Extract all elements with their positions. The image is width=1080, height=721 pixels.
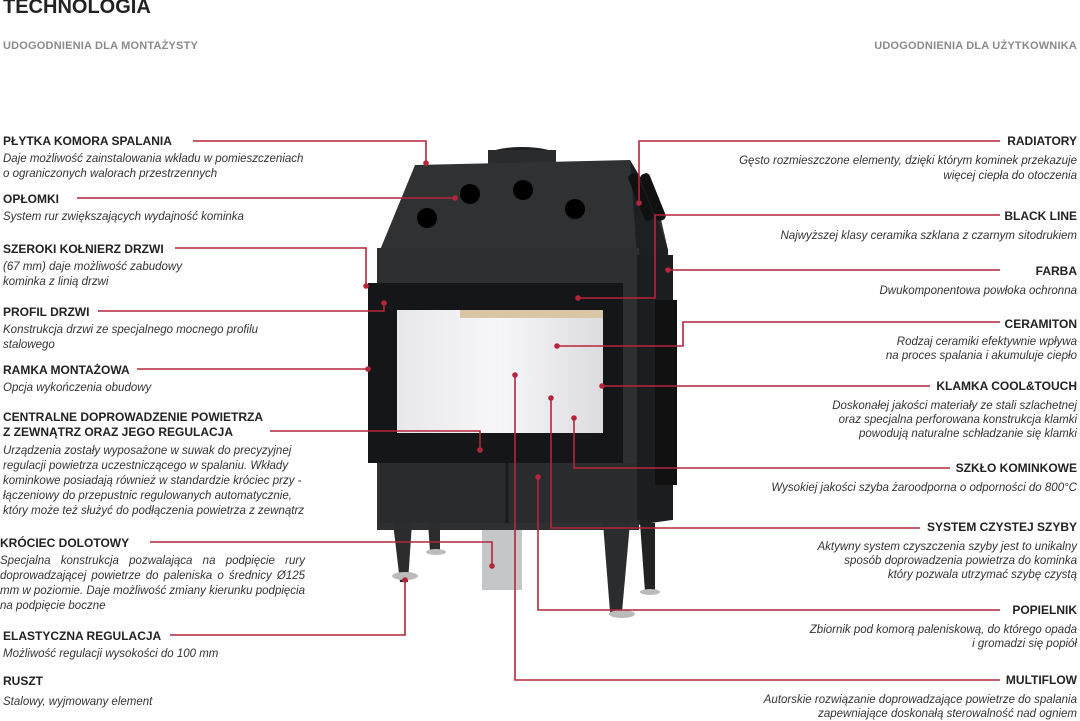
feature-title: RAMKA MONTAŻOWA [3, 363, 130, 377]
feature-title: POPIELNIK [1012, 603, 1077, 617]
leader-line-elastyczna [170, 580, 406, 636]
leader-dot-centralne [477, 447, 483, 453]
feature-desc: Specjalna konstrukcja pozwalająca na pod… [0, 555, 305, 612]
feature-title: RUSZT [3, 674, 43, 688]
feature-title: PROFIL DRZWI [3, 305, 90, 319]
feature-title: MULTIFLOW [1005, 673, 1077, 687]
leader-dot-farba [665, 267, 671, 273]
leader-dot-ramka [365, 366, 371, 372]
feature-klamka: KLAMKA COOL&TOUCH Doskonałej jakości mate… [707, 379, 1077, 441]
feature-radiatory: RADIATORY Gęsto rozmieszczone elementy, d… [707, 134, 1077, 184]
leader-dot-radiatory [636, 200, 642, 206]
section-installer: UDOGODNIENIA DLA MONTAŻYSTY [3, 40, 199, 52]
feature-desc: Dwukomponentowa powłoka ochronna [879, 285, 1077, 297]
feature-title: SYSTEM CZYSTEJ SZYBY [926, 520, 1077, 534]
leader-line-popielnik [537, 477, 1000, 611]
leader-line-radiatory [638, 140, 1000, 203]
leader-line-czysta-szyba [550, 398, 920, 529]
feature-title: FARBA [1035, 264, 1077, 278]
feature-farba: FARBA Dwukomponentowa powłoka ochronna [707, 264, 1077, 299]
feature-title: RADIATORY [1007, 134, 1077, 148]
feature-desc: Daje możliwość zainstalowania wkładu w p… [3, 153, 304, 180]
feature-profil: PROFIL DRZWI Konstrukcja drzwi ze specjal… [3, 305, 343, 353]
feature-plytka: PŁYTKA KOMORA SPALANIA Daje możliwość zai… [3, 134, 343, 182]
leader-line-szklo [573, 418, 950, 469]
feature-black-line: BLACK LINE Najwyższej klasy ceramika szkl… [707, 209, 1077, 244]
feature-desc: Konstrukcja drzwi ze specjalnego mocnego… [3, 324, 259, 351]
feature-szklo: SZKŁO KOMINKOWE Wysokiej jakości szyba ża… [707, 461, 1077, 496]
feature-desc: Możliwość regulacji wysokości do 100 mm [3, 648, 219, 660]
feature-ceramiton: CERAMITON Rodzaj ceramiki efektywnie wpły… [707, 317, 1077, 363]
leader-dot-czysta-szyba [548, 395, 554, 401]
feature-desc: Najwyższej klasy ceramika szklana z czar… [780, 230, 1077, 242]
leader-line-plytka [193, 140, 427, 163]
feature-title: CENTRALNE DOPROWADZENIE POWIETRZA Z ZEWN… [3, 410, 263, 439]
feature-centralne: CENTRALNE DOPROWADZENIE POWIETRZA Z ZEWN… [3, 410, 343, 519]
feature-desc: Rodzaj ceramiki efektywnie wpływa na pro… [885, 336, 1077, 362]
feature-kolnierz: SZEROKI KOŁNIERZ DRZWI (67 mm) daje możli… [3, 242, 343, 290]
leader-dot-plytka [423, 160, 429, 166]
leader-dot-profil [381, 300, 387, 306]
feature-title: KLAMKA COOL&TOUCH [936, 379, 1077, 393]
leader-line-ceramiton [557, 321, 1000, 347]
leader-dot-oplomki [452, 195, 458, 201]
feature-desc: Zbiornik pod komorą paleniskową, do któr… [809, 624, 1077, 650]
feature-krociec: KRÓCIEC DOLOTOWY Specjalna konstrukcja po… [0, 536, 305, 614]
leader-line-black-line [578, 214, 1000, 299]
feature-czysta-szyba: SYSTEM CZYSTEJ SZYBY Aktywny system czysz… [707, 520, 1077, 582]
leader-line-kolnierz [175, 247, 367, 286]
feature-title: SZKŁO KOMINKOWE [955, 461, 1077, 475]
page-title: TECHNOLOGIA [3, 0, 151, 18]
leader-dot-elastyczna [402, 577, 408, 583]
leader-dot-popielnik [535, 474, 541, 480]
section-user: UDOGODNIENIA DLA UŻYTKOWNIKA [874, 40, 1077, 52]
leader-line-centralne [270, 430, 481, 450]
leader-dot-multiflow [512, 372, 518, 378]
feature-desc: System rur zwiększających wydajność komi… [3, 211, 244, 223]
feature-desc: Aktywny system czyszczenia szyby jest to… [817, 541, 1077, 581]
feature-title: BLACK LINE [1004, 209, 1077, 223]
leader-dot-black-line [575, 295, 581, 301]
leader-lines [77, 140, 1000, 681]
feature-ramka: RAMKA MONTAŻOWA Opcja wykończenia obudowy [3, 363, 343, 396]
feature-title: KRÓCIEC DOLOTOWY [0, 536, 130, 550]
feature-title: ELASTYCZNA REGULACJA [3, 629, 162, 643]
feature-title: CERAMITON [1004, 317, 1077, 331]
feature-title: OPŁOMKI [3, 192, 59, 206]
feature-desc: Stalowy, wyjmowany element [3, 696, 153, 708]
feature-desc: Wysokiej jakości szyba żaroodporna o odp… [771, 482, 1077, 494]
feature-title: SZEROKI KOŁNIERZ DRZWI [3, 242, 164, 256]
feature-elastyczna: ELASTYCZNA REGULACJA Możliwość regulacji … [3, 629, 343, 662]
leader-dots [363, 160, 671, 583]
leader-line-multiflow [514, 375, 1000, 681]
leader-dot-ceramiton [554, 343, 560, 349]
leader-dot-szklo [571, 415, 577, 421]
feature-desc: Doskonałej jakości materiały ze stali sz… [832, 400, 1077, 440]
leader-dot-krociec [489, 563, 495, 569]
feature-desc: Urządzenia zostały wyposażone w suwak do… [3, 445, 305, 517]
feature-multiflow: MULTIFLOW Autorskie rozwiązanie doprowadz… [707, 673, 1077, 721]
feature-ruszt: RUSZT Stalowy, wyjmowany element [3, 674, 343, 710]
feature-desc: Gęsto rozmieszczone elementy, dzięki któ… [739, 155, 1077, 182]
leader-dot-klamka [599, 383, 605, 389]
feature-desc: Opcja wykończenia obudowy [3, 382, 152, 394]
feature-desc: (67 mm) daje możliwość zabudowy kominka … [3, 261, 182, 288]
feature-title: PŁYTKA KOMORA SPALANIA [3, 134, 172, 148]
feature-popielnik: POPIELNIK Zbiornik pod komorą paleniskową… [707, 603, 1077, 651]
leader-dot-kolnierz [363, 283, 369, 289]
feature-oplomki: OPŁOMKI System rur zwiększających wydajno… [3, 192, 343, 225]
leader-line-krociec [150, 541, 493, 566]
fireplace-insert [368, 147, 677, 618]
feature-desc: Autorskie rozwiązanie doprowadzające pow… [763, 694, 1077, 720]
